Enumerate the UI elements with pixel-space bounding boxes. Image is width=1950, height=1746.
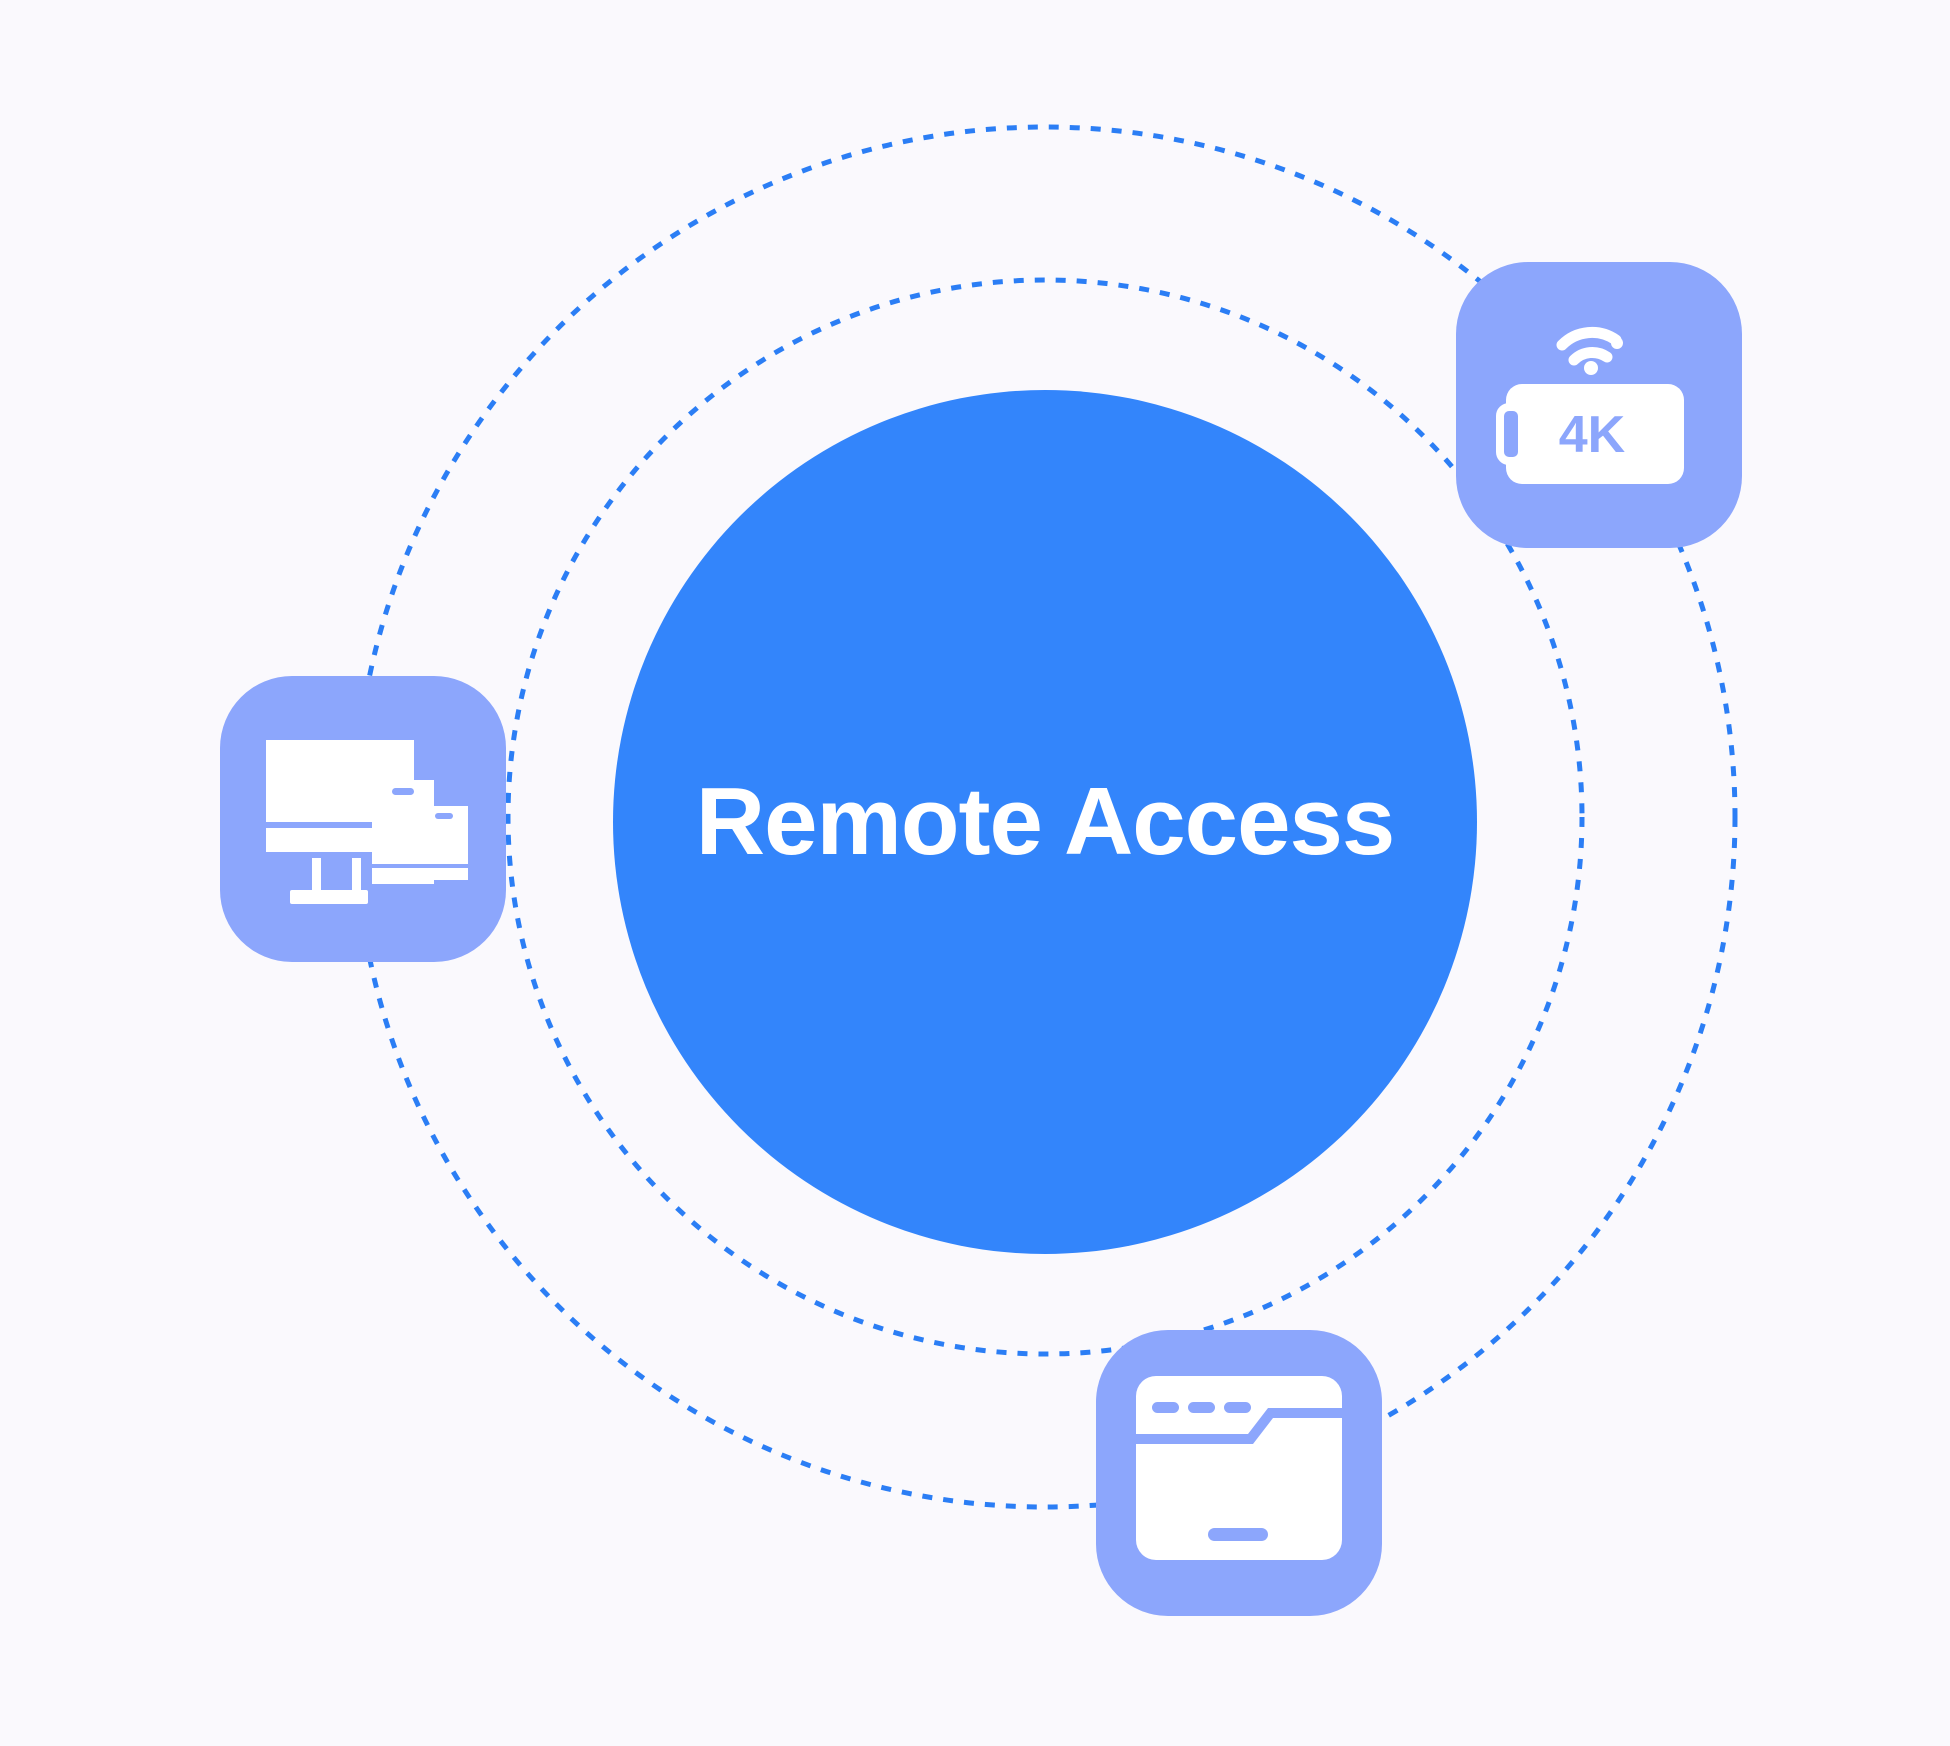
display-side-tab bbox=[1496, 403, 1526, 465]
hub-circle: Remote Access bbox=[613, 390, 1477, 1254]
wifi-dot-small bbox=[1611, 337, 1623, 349]
browser-dot-1 bbox=[1152, 1402, 1179, 1413]
browser-tab-notch bbox=[1136, 1408, 1342, 1444]
wifi-dot-base bbox=[1584, 361, 1598, 375]
browser-window-frame bbox=[1136, 1376, 1342, 1560]
display-panel bbox=[1506, 384, 1684, 484]
display-4k-label: 4K bbox=[1559, 406, 1626, 464]
wifi-4k-display-icon: 4K bbox=[1496, 326, 1684, 484]
browser-dot-3 bbox=[1224, 1402, 1251, 1413]
browser-window-icon bbox=[1136, 1376, 1342, 1560]
hub-label: Remote Access bbox=[695, 768, 1395, 875]
wifi-arc-outer bbox=[1556, 326, 1622, 351]
node-tile-browser[interactable] bbox=[1096, 1330, 1382, 1616]
wifi-arc-inner bbox=[1568, 346, 1613, 366]
node-tile-devices[interactable] bbox=[220, 676, 506, 962]
node-tile-4k-display[interactable]: 4K bbox=[1456, 262, 1742, 548]
browser-content-bar bbox=[1208, 1528, 1268, 1541]
multi-device-icon bbox=[266, 740, 468, 904]
browser-dot-2 bbox=[1188, 1402, 1215, 1413]
inner-orbit-ring bbox=[505, 277, 1585, 1357]
